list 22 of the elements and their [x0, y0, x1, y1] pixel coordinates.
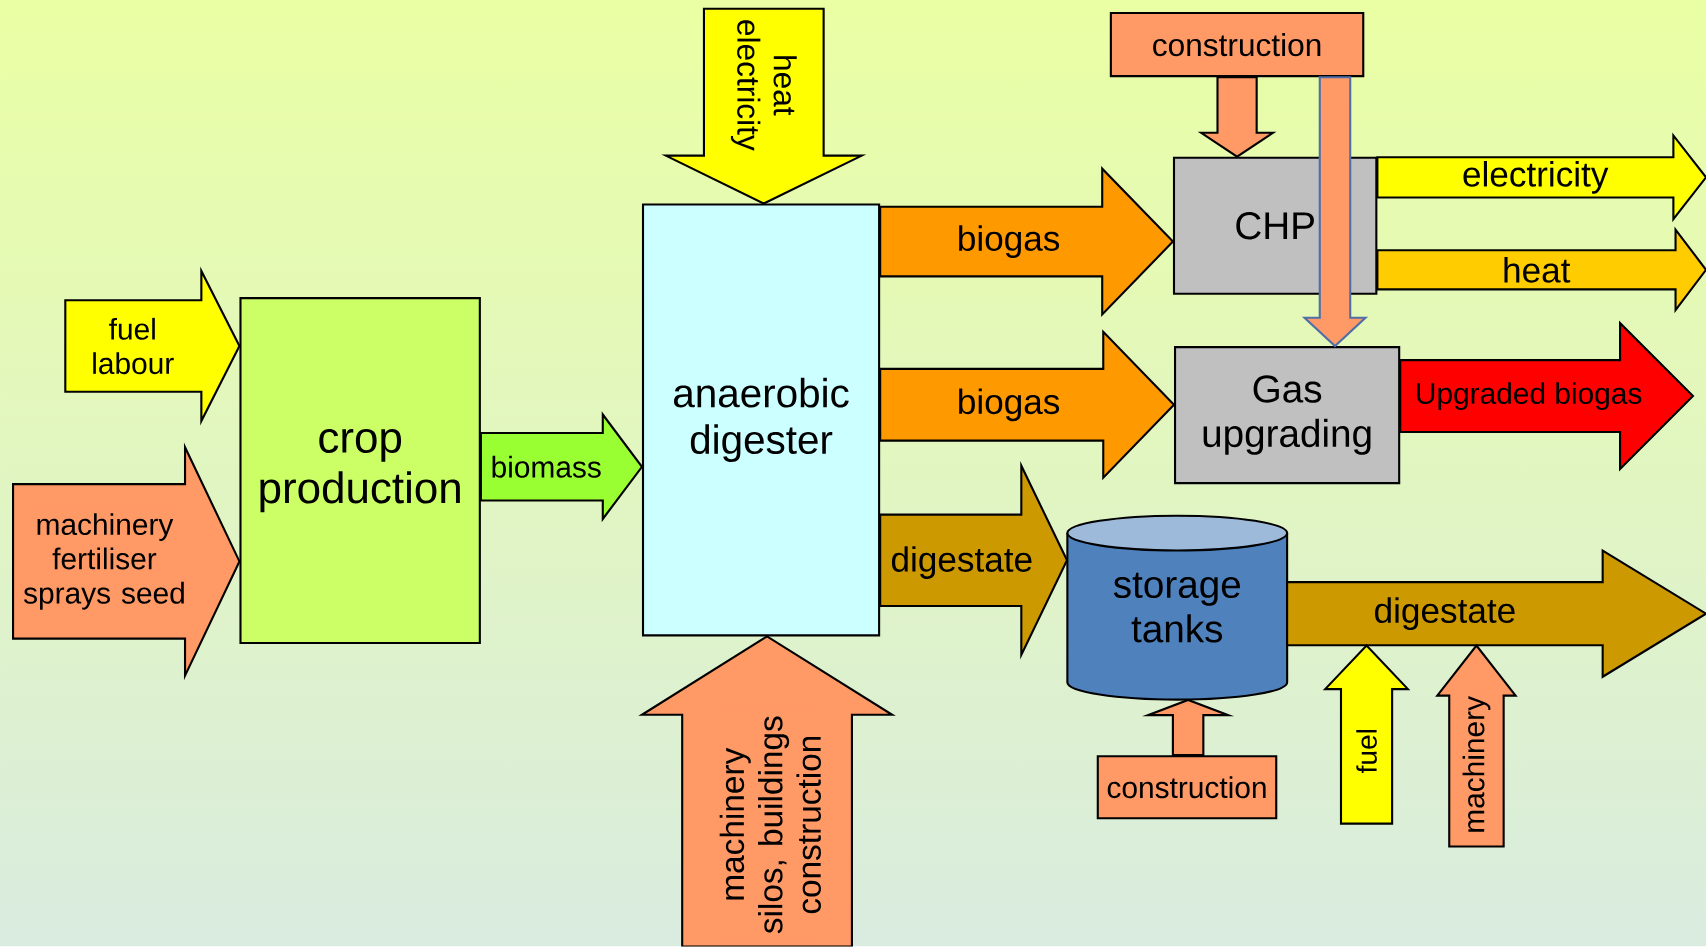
block-arrow: [1301, 76, 1369, 348]
process-box: anaerobic digester: [641, 203, 881, 637]
input-box: construction: [1109, 12, 1365, 78]
edge-label: heat electricity: [729, 12, 799, 158]
edge-label: biogas: [955, 223, 1063, 260]
process-box: crop production: [239, 297, 481, 645]
edge-label: heat: [1500, 255, 1573, 285]
process-box: Gas upgrading: [1174, 346, 1401, 485]
edge-label: biogas: [955, 386, 1063, 424]
edge-label: biomass: [488, 454, 604, 480]
storage-tank: storage tanks: [1066, 514, 1289, 701]
edge-label: digestate: [888, 544, 1035, 581]
block-arrow: [1197, 76, 1277, 159]
block-arrow: [1142, 699, 1235, 757]
edge-label: machinery silos, buildings construction: [717, 708, 823, 942]
edge-label: machinery: [1460, 694, 1493, 836]
edge-label: Upgraded biogas: [1413, 380, 1645, 412]
edge-label: electricity: [1460, 159, 1611, 196]
edge-label: fuel: [1354, 726, 1379, 776]
input-box: construction: [1096, 755, 1278, 820]
edge-label: machinery fertiliser sprays seed: [21, 511, 188, 612]
edge-label: fuel labour: [76, 316, 189, 377]
